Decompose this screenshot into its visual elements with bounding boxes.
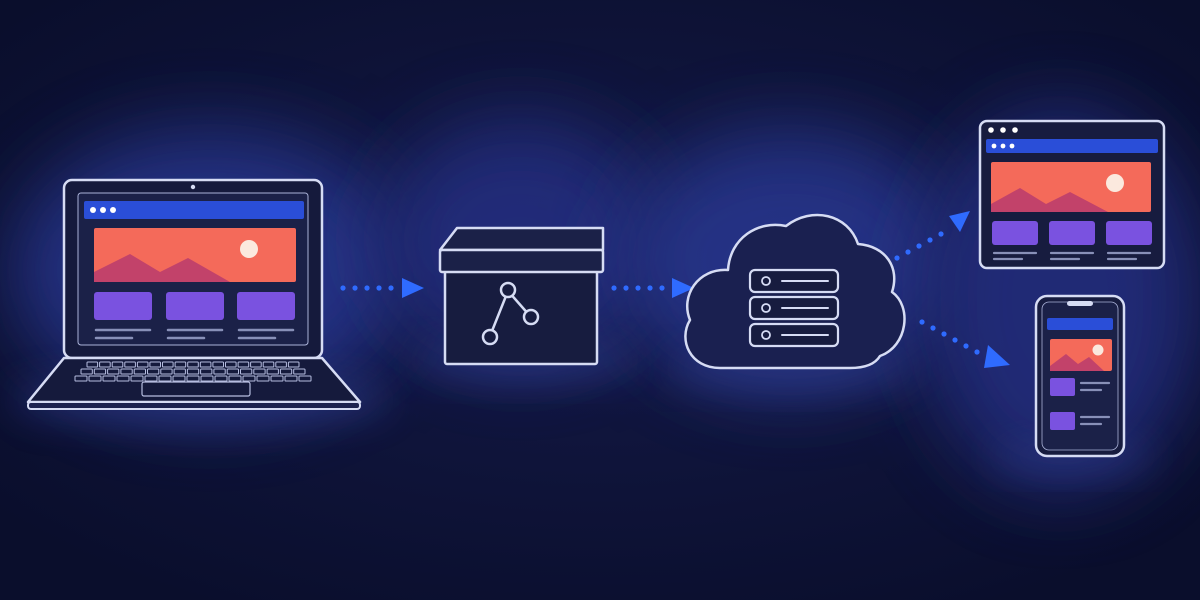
keyboard-key xyxy=(225,361,237,368)
keyboard-key xyxy=(284,375,298,382)
keyboard-key xyxy=(200,375,214,382)
keyboard-key xyxy=(200,368,213,375)
smartphone-icon xyxy=(1034,294,1126,458)
arrow-source-to-build xyxy=(340,278,424,298)
trackpad xyxy=(141,381,251,397)
keyboard-key xyxy=(149,361,161,368)
keyboard-key xyxy=(74,375,88,382)
keyboard-key xyxy=(250,361,262,368)
keyboard-key xyxy=(147,368,160,375)
keyboard-key xyxy=(88,375,102,382)
keyboard xyxy=(74,361,312,382)
keyboard-key xyxy=(240,368,253,375)
keyboard-key xyxy=(253,368,266,375)
keyboard-key xyxy=(158,375,172,382)
keyboard-key xyxy=(99,361,111,368)
keyboard-key xyxy=(116,375,130,382)
hero-image xyxy=(94,228,296,282)
arrow-host-to-phone xyxy=(919,319,1010,368)
keyboard-key xyxy=(162,361,174,368)
keyboard-key xyxy=(174,361,187,368)
keyboard-key xyxy=(172,375,186,382)
keyboard-key xyxy=(133,368,146,375)
keyboard-key xyxy=(80,368,93,375)
keyboard-key xyxy=(287,361,300,368)
keyboard-key xyxy=(228,375,242,382)
package-box-icon xyxy=(438,226,605,366)
keyboard-key xyxy=(212,361,224,368)
keyboard-key xyxy=(144,375,158,382)
keyboard-key xyxy=(266,368,279,375)
browser-window-icon xyxy=(978,119,1166,270)
keyboard-key xyxy=(213,368,226,375)
keyboard-key xyxy=(120,368,133,375)
keyboard-key xyxy=(186,368,200,375)
git-branch-icon xyxy=(481,281,540,346)
keyboard-key xyxy=(226,368,239,375)
keyboard-key xyxy=(256,375,270,382)
keyboard-key xyxy=(279,368,293,375)
keyboard-key xyxy=(298,375,312,382)
keyboard-key xyxy=(270,375,284,382)
arrow-build-to-host xyxy=(611,278,694,298)
keyboard-key xyxy=(275,361,287,368)
keyboard-key xyxy=(173,368,186,375)
keyboard-key xyxy=(102,375,116,382)
keyboard-key xyxy=(130,375,144,382)
server-rack-icon xyxy=(748,268,840,348)
phone-hero-image xyxy=(1050,339,1112,371)
keyboard-key xyxy=(199,361,212,368)
arrow-host-to-browser xyxy=(894,211,970,261)
browser-hero-image xyxy=(991,162,1151,212)
keyboard-key xyxy=(242,375,256,382)
keyboard-key xyxy=(107,368,120,375)
laptop-icon xyxy=(26,178,362,410)
cloud-server-icon xyxy=(684,213,906,370)
keyboard-key xyxy=(293,368,306,375)
keyboard-key xyxy=(86,361,99,368)
keyboard-key xyxy=(111,361,124,368)
keyboard-key xyxy=(187,361,199,368)
keyboard-key xyxy=(136,361,149,368)
keyboard-key xyxy=(237,361,250,368)
keyboard-key xyxy=(160,368,173,375)
keyboard-key xyxy=(124,361,136,368)
keyboard-key xyxy=(93,368,107,375)
keyboard-key xyxy=(214,375,228,382)
keyboard-key xyxy=(262,361,275,368)
keyboard-key xyxy=(186,375,200,382)
